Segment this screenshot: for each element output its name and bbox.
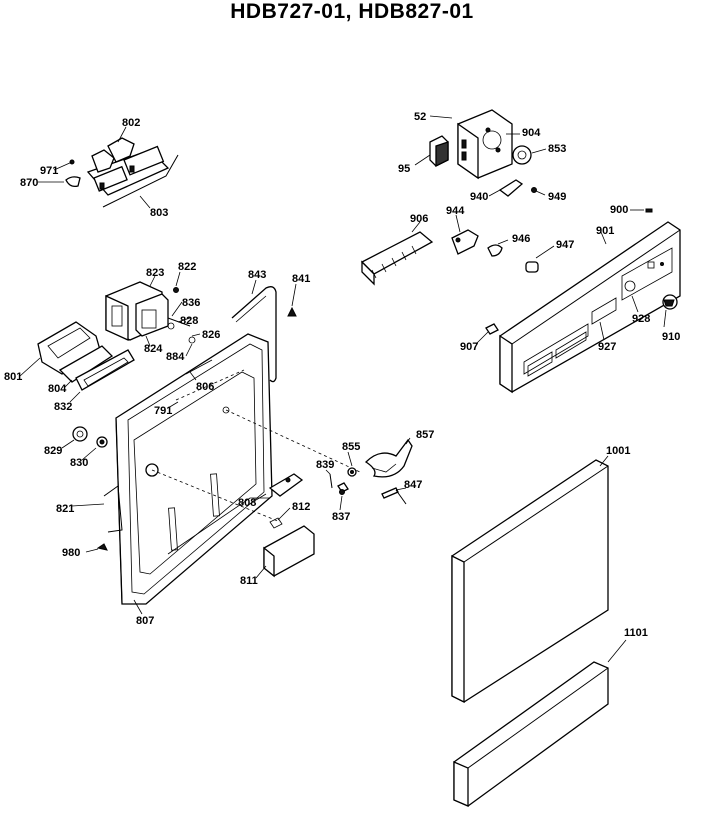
label-928: 928 <box>632 313 650 325</box>
handle-assembly <box>263 473 315 578</box>
label-803: 803 <box>150 207 168 219</box>
label-839: 839 <box>316 459 334 471</box>
label-949: 949 <box>548 191 566 203</box>
label-904: 904 <box>522 127 541 139</box>
label-906: 906 <box>410 213 428 225</box>
label-847: 847 <box>404 479 422 491</box>
latch-assembly <box>65 137 179 208</box>
label-832: 832 <box>54 401 72 413</box>
label-940: 940 <box>470 191 488 203</box>
label-884: 884 <box>166 351 185 363</box>
label-812: 812 <box>292 501 310 513</box>
kick-panel <box>453 661 609 807</box>
label-806: 806 <box>196 381 214 393</box>
label-907: 907 <box>460 341 478 353</box>
label-853: 853 <box>548 143 566 155</box>
label-828: 828 <box>180 315 198 327</box>
label-804: 804 <box>48 383 67 395</box>
label-855: 855 <box>342 441 360 453</box>
inner-door-panel <box>103 333 361 605</box>
label-836: 836 <box>182 297 200 309</box>
label-1101: 1101 <box>624 627 648 639</box>
label-808: 808 <box>238 497 256 509</box>
label-791: 791 <box>154 405 172 417</box>
label-971: 971 <box>40 165 58 177</box>
label-807: 807 <box>136 615 154 627</box>
label-821: 821 <box>56 503 74 515</box>
timer-assembly <box>429 109 537 197</box>
label-801: 801 <box>4 371 22 383</box>
label-837: 837 <box>332 511 350 523</box>
label-870: 870 <box>20 177 38 189</box>
label-1001: 1001 <box>606 445 630 457</box>
label-910: 910 <box>662 331 680 343</box>
label-802: 802 <box>122 117 140 129</box>
door-latch-hardware <box>329 438 413 505</box>
diagram-title: HDB727-01, HDB827-01 <box>230 0 474 23</box>
label-900: 900 <box>610 204 628 216</box>
label-901: 901 <box>596 225 614 237</box>
control-panel <box>485 208 681 394</box>
label-829: 829 <box>44 445 62 457</box>
label-822: 822 <box>178 261 196 273</box>
label-826: 826 <box>202 329 220 341</box>
vent-assembly <box>37 321 135 391</box>
label-830: 830 <box>70 457 88 469</box>
label-857: 857 <box>416 429 434 441</box>
label-824: 824 <box>144 343 163 355</box>
label-95: 95 <box>398 163 410 175</box>
screw-980 <box>96 543 108 551</box>
hinge-parts <box>72 426 108 448</box>
label-823: 823 <box>146 267 164 279</box>
label-843: 843 <box>248 269 266 281</box>
dispenser-assembly <box>105 281 196 344</box>
label-841: 841 <box>292 273 310 285</box>
switch-block <box>360 229 539 286</box>
label-927: 927 <box>598 341 616 353</box>
label-980: 980 <box>62 547 80 559</box>
label-944: 944 <box>446 205 465 217</box>
label-947: 947 <box>556 239 574 251</box>
label-52: 52 <box>414 111 426 123</box>
outer-door-panel <box>451 459 609 704</box>
label-811: 811 <box>240 575 258 587</box>
label-946: 946 <box>512 233 530 245</box>
